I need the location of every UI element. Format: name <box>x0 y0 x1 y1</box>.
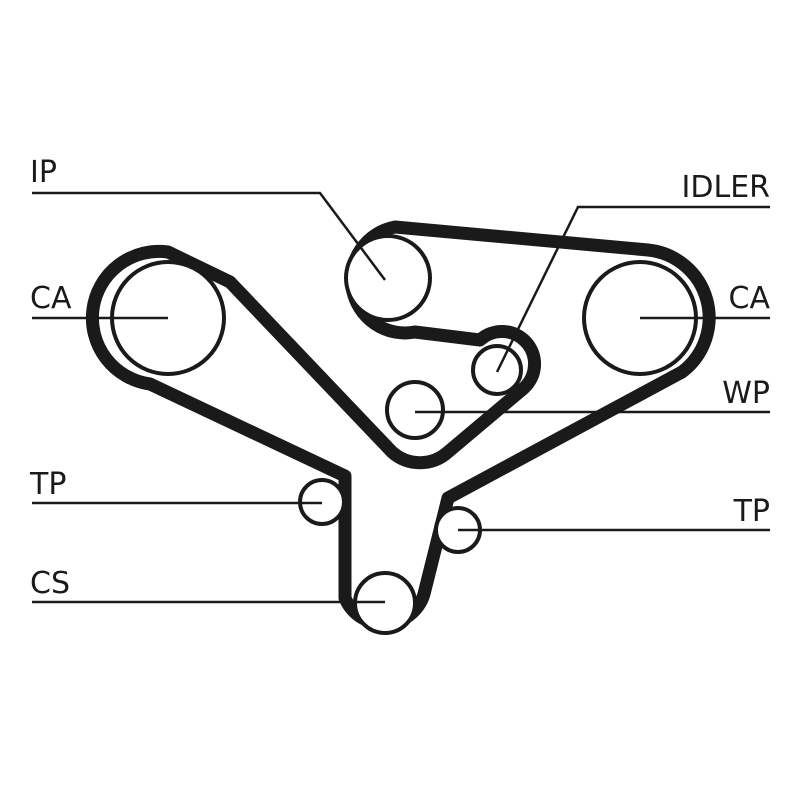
water-pump-pulley <box>385 380 445 440</box>
label-ip: IP <box>30 155 57 190</box>
idler-leader-line <box>495 205 770 373</box>
label-ca-left: CA <box>30 281 72 316</box>
label-cs: CS <box>30 566 70 601</box>
label-tp-left: TP <box>29 467 66 502</box>
label-ca-right: CA <box>729 281 771 316</box>
label-tp-right: TP <box>733 494 770 529</box>
label-idler: IDLER <box>682 170 770 205</box>
ip-leader-line <box>32 191 387 281</box>
injection-pump-pulley <box>344 234 432 322</box>
label-wp: WP <box>722 376 770 411</box>
timing-belt <box>85 220 716 631</box>
